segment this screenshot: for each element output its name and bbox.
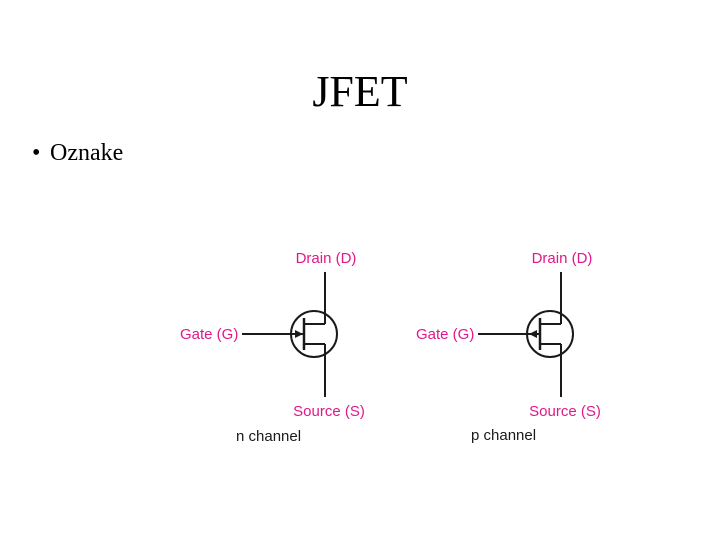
jfet-body [478, 272, 574, 397]
source-label: Source (S) [529, 403, 601, 420]
n-channel-jfet-symbol: Drain (D) Gate (G) Source (S) n channel [180, 250, 365, 445]
drain-label: Drain (D) [532, 250, 593, 267]
channel-label: p channel [471, 427, 536, 444]
drain-label: Drain (D) [296, 250, 357, 267]
bullet-marker: • [32, 140, 41, 166]
jfet-body [242, 272, 338, 397]
gate-arrow-icon [529, 330, 537, 338]
bullet-item: • Oznake [32, 140, 123, 167]
channel-label: n channel [236, 428, 301, 445]
source-label: Source (S) [293, 403, 365, 420]
gate-label: Gate (G) [416, 326, 474, 343]
gate-arrow-icon [295, 330, 303, 338]
slide-title: JFET [312, 67, 408, 116]
bullet-text: Oznake [50, 140, 124, 166]
p-channel-jfet-symbol: Drain (D) Gate (G) Source (S) p channel [416, 250, 601, 444]
gate-label: Gate (G) [180, 326, 238, 343]
